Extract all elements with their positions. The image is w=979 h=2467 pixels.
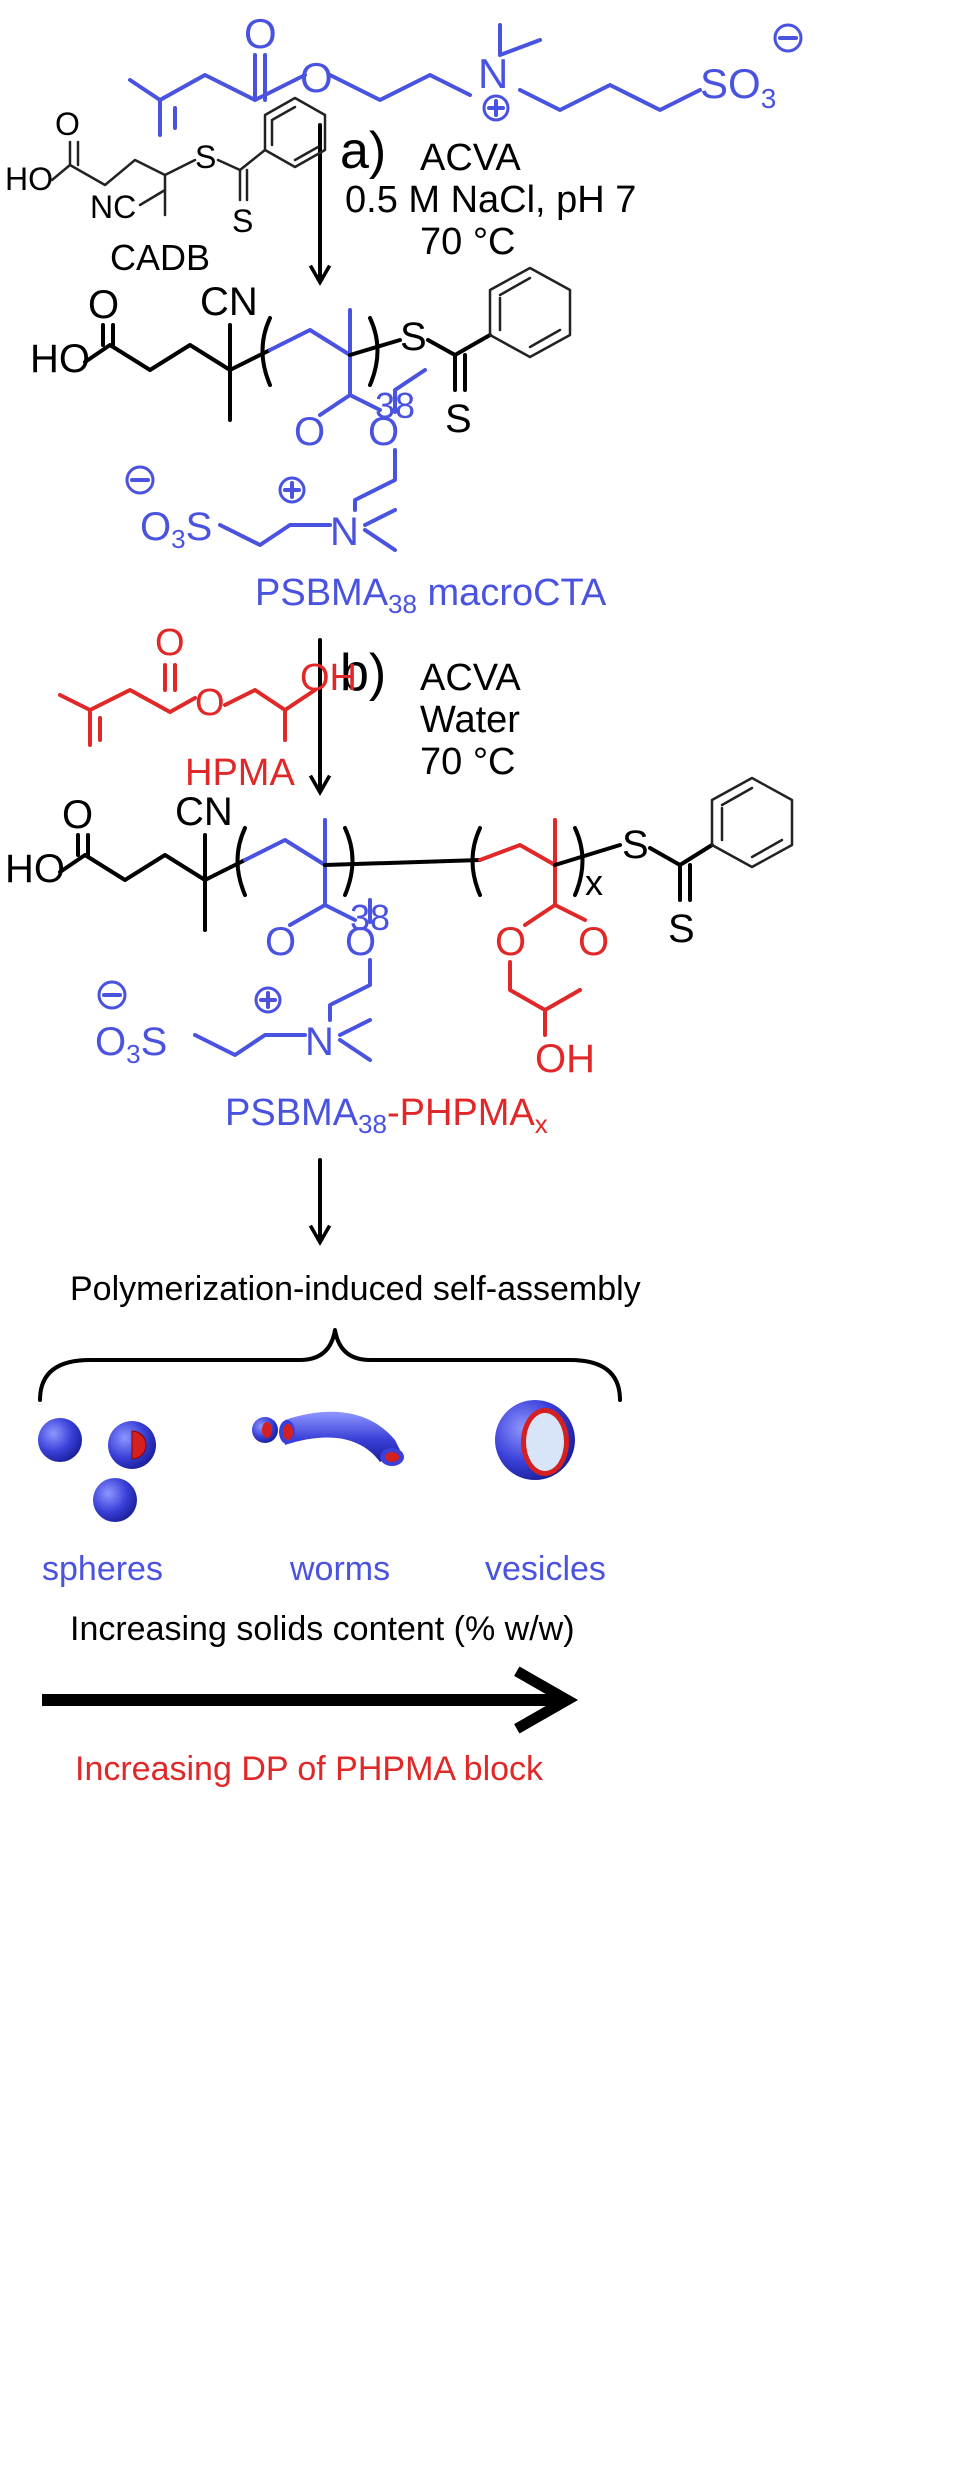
cadb-s2: S (232, 203, 253, 239)
atom-so3: SO3 (700, 60, 776, 114)
diblock-o3s: O3S (95, 1020, 167, 1069)
diblock-o1: O (265, 920, 296, 964)
step-b-condition-3: 70 °C (420, 741, 515, 783)
diblock-s2: S (668, 907, 695, 951)
diblock-name: PSBMA38-PHPMAx (225, 1092, 548, 1139)
macrocta-s2: S (445, 397, 472, 441)
morphology-vesicles: vesicles (485, 1550, 606, 1588)
step-b-condition-2: Water (420, 699, 520, 741)
diblock-oh: OH (535, 1037, 595, 1081)
pisa-title: Polymerization-induced self-assembly (70, 1270, 641, 1308)
diblock-ho: HO (5, 847, 65, 891)
hpma-name: HPMA (185, 752, 295, 794)
macrocta-n: N (330, 510, 359, 554)
atom-o-carbonyl: O (244, 10, 277, 57)
cadb-structure: HO O NC S S CADB (5, 96, 327, 278)
diblock-o3: O (495, 920, 526, 964)
axis-solids-label: Increasing solids content (% w/w) (70, 1610, 575, 1648)
hpma-o2: O (195, 682, 225, 724)
step-a-condition-3: 70 °C (420, 221, 515, 263)
macrocta-o3s: O3S (140, 505, 212, 554)
hpma-structure: O O OH HPMA (58, 622, 357, 794)
step-b: b) ACVA Water 70 °C (308, 638, 521, 797)
diblock-o2: O (345, 920, 376, 964)
cadb-nc: NC (90, 189, 136, 225)
macrocta-cn: CN (200, 280, 258, 324)
macrocta-o1: O (294, 410, 325, 454)
morphology-spheres: spheres (42, 1550, 163, 1588)
cadb-name: CADB (110, 237, 210, 278)
diblock-o4: O (578, 920, 609, 964)
diblock-structure: HO O CN 38 x S S O O N O3S (5, 776, 794, 1139)
macrocta-name: PSBMA38 macroCTA (255, 572, 607, 619)
diblock-dpx: x (585, 862, 603, 903)
step-a-condition-1: ACVA (420, 137, 521, 179)
axis-dp-label: Increasing DP of PHPMA block (75, 1750, 544, 1788)
vesicle-illustration (495, 1400, 575, 1480)
diblock-n: N (305, 1020, 334, 1064)
diblock-o-acid: O (62, 793, 93, 837)
diblock-s1: S (622, 823, 649, 867)
atom-o-ester: O (300, 54, 333, 101)
diblock-cn: CN (175, 790, 233, 834)
cadb-s1: S (195, 139, 216, 175)
hpma-o1: O (155, 622, 185, 664)
hpma-oh: OH (300, 657, 357, 699)
step-a-label: a) (340, 122, 386, 180)
macrocta-o2: O (368, 410, 399, 454)
macrocta-s1: S (400, 315, 427, 359)
macrocta-ho: HO (30, 337, 90, 381)
atom-n: N (478, 50, 508, 97)
macrocta-structure: HO O CN 38 S S O O N O3S PSBMA38 macroCT… (30, 266, 607, 619)
cadb-ho: HO (5, 161, 53, 197)
step-b-label: b) (340, 644, 386, 702)
cadb-o: O (55, 106, 80, 142)
sphere-illustration (38, 1418, 156, 1522)
sbma-monomer: O O N SO3 (128, 10, 803, 137)
step-a: a) ACVA 0.5 M NaCl, pH 7 70 °C (308, 122, 636, 287)
pisa-section: Polymerization-induced self-assembly (38, 1158, 641, 1402)
macrocta-o-acid: O (88, 283, 119, 327)
step-a-condition-2: 0.5 M NaCl, pH 7 (345, 179, 636, 221)
morphology-worms: worms (289, 1550, 390, 1588)
step-b-condition-1: ACVA (420, 657, 521, 699)
worm-illustration (252, 1411, 404, 1466)
